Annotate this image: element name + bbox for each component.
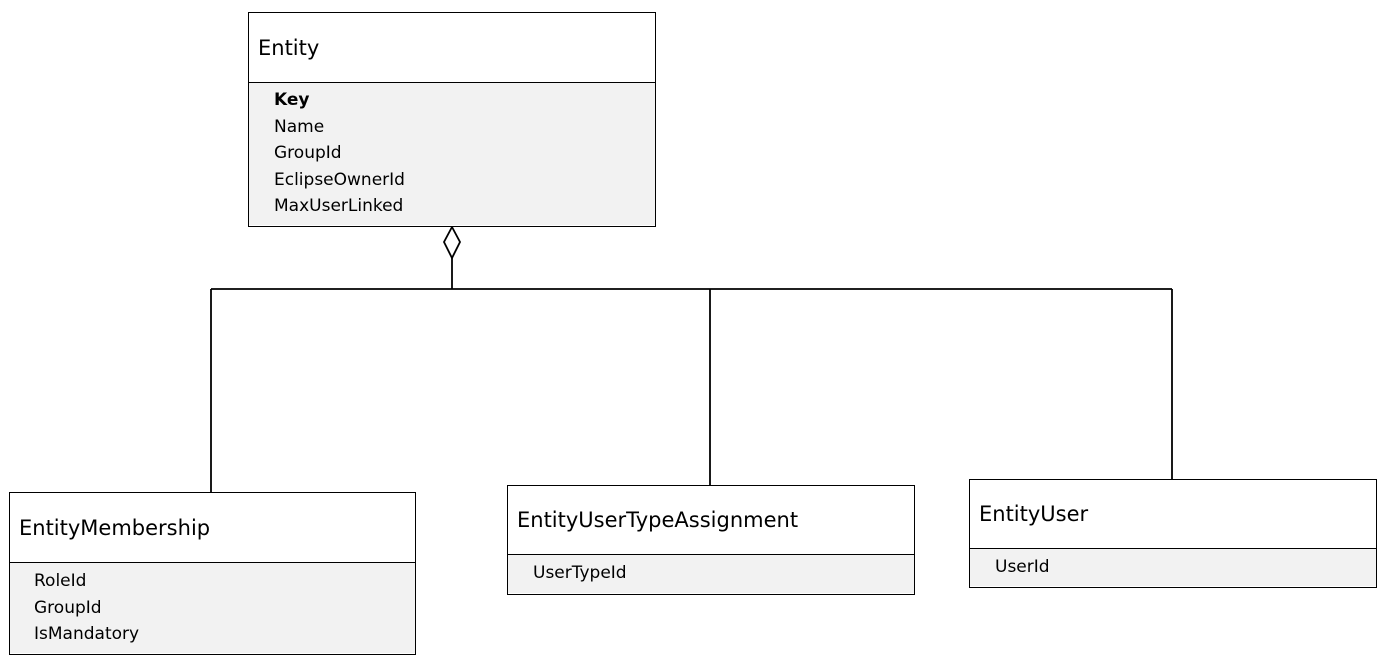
class-entity-user-name: EntityUser bbox=[979, 502, 1089, 526]
class-entity-user-attributes: UserId bbox=[970, 549, 1376, 586]
class-entity-header: Entity bbox=[249, 13, 655, 83]
attribute-role-id: RoleId bbox=[34, 571, 87, 591]
attribute-group-id: GroupId bbox=[274, 143, 342, 163]
class-entity-user: EntityUser UserId bbox=[969, 479, 1377, 588]
class-entity-membership-name: EntityMembership bbox=[19, 515, 211, 540]
attribute-name: Name bbox=[274, 116, 325, 137]
aggregation-diamond bbox=[442, 225, 462, 261]
class-entity-membership-attributes: RoleId GroupId IsMandatory bbox=[10, 563, 415, 653]
attribute-max-user-linked: MaxUserLinked bbox=[274, 196, 404, 216]
attribute-group-id: GroupId bbox=[34, 597, 102, 618]
attribute-user-id: UserId bbox=[995, 557, 1050, 577]
class-entity: Entity Key Name GroupId EclipseOwnerId M… bbox=[248, 12, 656, 227]
class-entity-user-type-assignment-header: EntityUserTypeAssignment bbox=[508, 486, 914, 555]
class-entity-membership-header: EntityMembership bbox=[10, 493, 415, 563]
class-entity-name: Entity bbox=[258, 35, 320, 60]
attribute-key: Key bbox=[274, 90, 310, 110]
attribute-is-mandatory: IsMandatory bbox=[34, 624, 140, 644]
class-entity-user-type-assignment-name: EntityUserTypeAssignment bbox=[517, 508, 799, 532]
class-entity-user-type-assignment: EntityUserTypeAssignment UserTypeId bbox=[507, 485, 915, 595]
class-entity-user-type-assignment-attributes: UserTypeId bbox=[508, 555, 914, 593]
class-entity-user-header: EntityUser bbox=[970, 480, 1376, 549]
attribute-user-type-id: UserTypeId bbox=[533, 563, 627, 583]
attribute-eclipse-owner-id: EclipseOwnerId bbox=[274, 169, 405, 190]
class-entity-membership: EntityMembership RoleId GroupId IsMandat… bbox=[9, 492, 416, 655]
class-entity-attributes: Key Name GroupId EclipseOwnerId MaxUserL… bbox=[249, 83, 655, 225]
